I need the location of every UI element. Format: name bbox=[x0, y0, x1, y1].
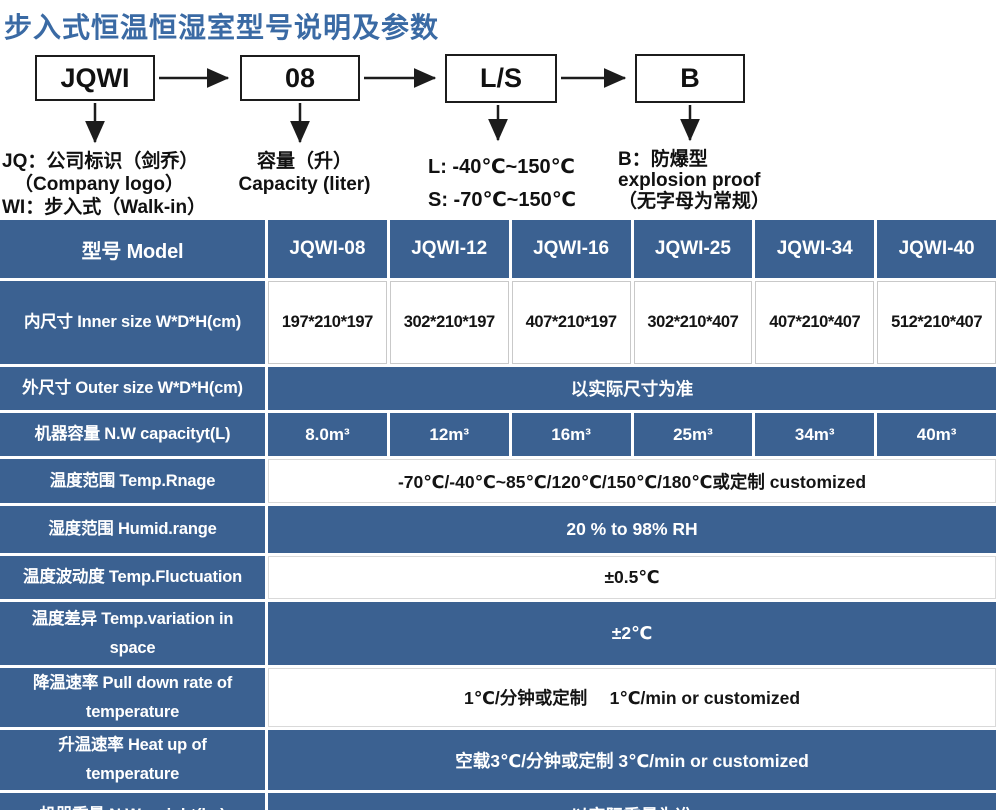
note-line: B：防爆型 bbox=[618, 149, 708, 170]
note-line: WI：步入式（Walk-in） bbox=[2, 197, 207, 218]
value-cell: 407*210*197 bbox=[511, 281, 631, 364]
spanning-value-cell: -70℃/-40℃~85℃/120℃/150℃/180℃或定制 customiz… bbox=[268, 459, 996, 503]
page-title: 步入式恒温恒湿室型号说明及参数 bbox=[4, 12, 440, 43]
note-explosion-proof: B：防爆型 explosion proof （无字母为常规） bbox=[618, 149, 770, 212]
model-col-header: JQWI-40 bbox=[877, 220, 996, 278]
table-row-inner-size: 内尺寸 Inner size W*D*H(cm) 197*210*197 302… bbox=[0, 281, 996, 364]
table-row-outer-size: 外尺寸 Outer size W*D*H(cm) 以实际尺寸为准 bbox=[0, 367, 996, 410]
note-line: （无字母为常规） bbox=[618, 191, 771, 212]
note-line: S: -70℃~150℃ bbox=[428, 189, 576, 211]
row-label: 外尺寸 Outer size W*D*H(cm) bbox=[0, 367, 265, 410]
model-col-header: JQWI-34 bbox=[755, 220, 875, 278]
value-cell: 512*210*407 bbox=[877, 281, 996, 364]
spanning-value-cell: 1℃/分钟或定制 1℃/min or customized bbox=[268, 668, 996, 727]
value-cell: 8.0m³ bbox=[268, 413, 387, 456]
value-cell: 302*210*407 bbox=[633, 281, 753, 364]
model-col-header: JQWI-16 bbox=[511, 220, 631, 278]
row-label: 内尺寸 Inner size W*D*H(cm) bbox=[0, 281, 265, 364]
note-line: explosion proof bbox=[618, 170, 761, 191]
spanning-value-cell: ±0.5℃ bbox=[268, 556, 996, 599]
model-col-header: JQWI-25 bbox=[633, 220, 753, 278]
note-temp-range: L: -40℃~150℃ S: -70℃~150℃ bbox=[428, 151, 576, 217]
row-label: 机器重量 N.W weight(kg) bbox=[0, 793, 265, 810]
row-label: 温度差异 Temp.variation in space bbox=[0, 602, 265, 665]
note-capacity: 容量（升） Capacity (liter) bbox=[222, 150, 387, 196]
row-label: 降温速率 Pull down rate of temperature bbox=[0, 668, 265, 727]
spanning-value-cell: 以实际尺寸为准 bbox=[268, 367, 996, 410]
model-col-header: JQWI-08 bbox=[268, 220, 387, 278]
table-row-temp-range: 温度范围 Temp.Rnage -70℃/-40℃~85℃/120℃/150℃/… bbox=[0, 459, 996, 503]
row-label: 机器容量 N.W capacityt(L) bbox=[0, 413, 265, 456]
value-cell: 197*210*197 bbox=[268, 281, 387, 364]
note-line: 容量（升） bbox=[256, 151, 352, 172]
value-cell: 16m³ bbox=[511, 413, 631, 456]
note-line: L: -40℃~150℃ bbox=[428, 156, 575, 178]
header-label: 型号 Model bbox=[0, 220, 265, 278]
value-cell: 302*210*197 bbox=[389, 281, 509, 364]
note-company-logo: JQ：公司标识（剑乔） （Company logo） WI：步入式（Walk-i… bbox=[2, 150, 206, 219]
value-cell: 25m³ bbox=[633, 413, 753, 456]
value-cell: 12m³ bbox=[389, 413, 509, 456]
spanning-value-cell: ±2℃ bbox=[268, 602, 996, 665]
spanning-value-cell: 空载3℃/分钟或定制 3℃/min or customized bbox=[268, 730, 996, 790]
model-code-box-temp-range: L/S bbox=[445, 54, 557, 103]
table-row-capacity: 机器容量 N.W capacityt(L) 8.0m³ 12m³ 16m³ 25… bbox=[0, 413, 996, 456]
note-line: （Company logo） bbox=[14, 174, 184, 195]
model-code-box-capacity: 08 bbox=[240, 55, 360, 101]
row-label: 升温速率 Heat up of temperature bbox=[0, 730, 265, 790]
spec-table: 型号 Model JQWI-08 JQWI-12 JQWI-16 JQWI-25… bbox=[0, 220, 996, 810]
value-cell: 34m³ bbox=[755, 413, 875, 456]
model-code-box-company: JQWI bbox=[35, 55, 155, 101]
table-row-humidity-range: 湿度范围 Humid.range 20 % to 98% RH bbox=[0, 506, 996, 553]
table-row-heat-up-rate: 升温速率 Heat up of temperature 空载3℃/分钟或定制 3… bbox=[0, 730, 996, 790]
row-label: 温度范围 Temp.Rnage bbox=[0, 459, 265, 503]
table-row-temp-variation: 温度差异 Temp.variation in space ±2℃ bbox=[0, 602, 996, 665]
value-cell: 40m³ bbox=[877, 413, 996, 456]
note-line: Capacity (liter) bbox=[238, 174, 371, 195]
spanning-value-cell: 以实际重量为准 bbox=[268, 793, 996, 810]
table-row-pull-down-rate: 降温速率 Pull down rate of temperature 1℃/分钟… bbox=[0, 668, 996, 727]
row-label: 温度波动度 Temp.Fluctuation bbox=[0, 556, 265, 599]
note-line: JQ：公司标识（剑乔） bbox=[2, 151, 199, 172]
model-code-box-explosion: B bbox=[635, 54, 745, 103]
table-header-row: 型号 Model JQWI-08 JQWI-12 JQWI-16 JQWI-25… bbox=[0, 220, 996, 278]
flow-diagram-arrows bbox=[85, 68, 700, 144]
model-col-header: JQWI-12 bbox=[389, 220, 509, 278]
row-label: 湿度范围 Humid.range bbox=[0, 506, 265, 553]
table-row-weight: 机器重量 N.W weight(kg) 以实际重量为准 bbox=[0, 793, 996, 810]
value-cell: 407*210*407 bbox=[755, 281, 875, 364]
spanning-value-cell: 20 % to 98% RH bbox=[268, 506, 996, 553]
table-row-temp-fluctuation: 温度波动度 Temp.Fluctuation ±0.5℃ bbox=[0, 556, 996, 599]
